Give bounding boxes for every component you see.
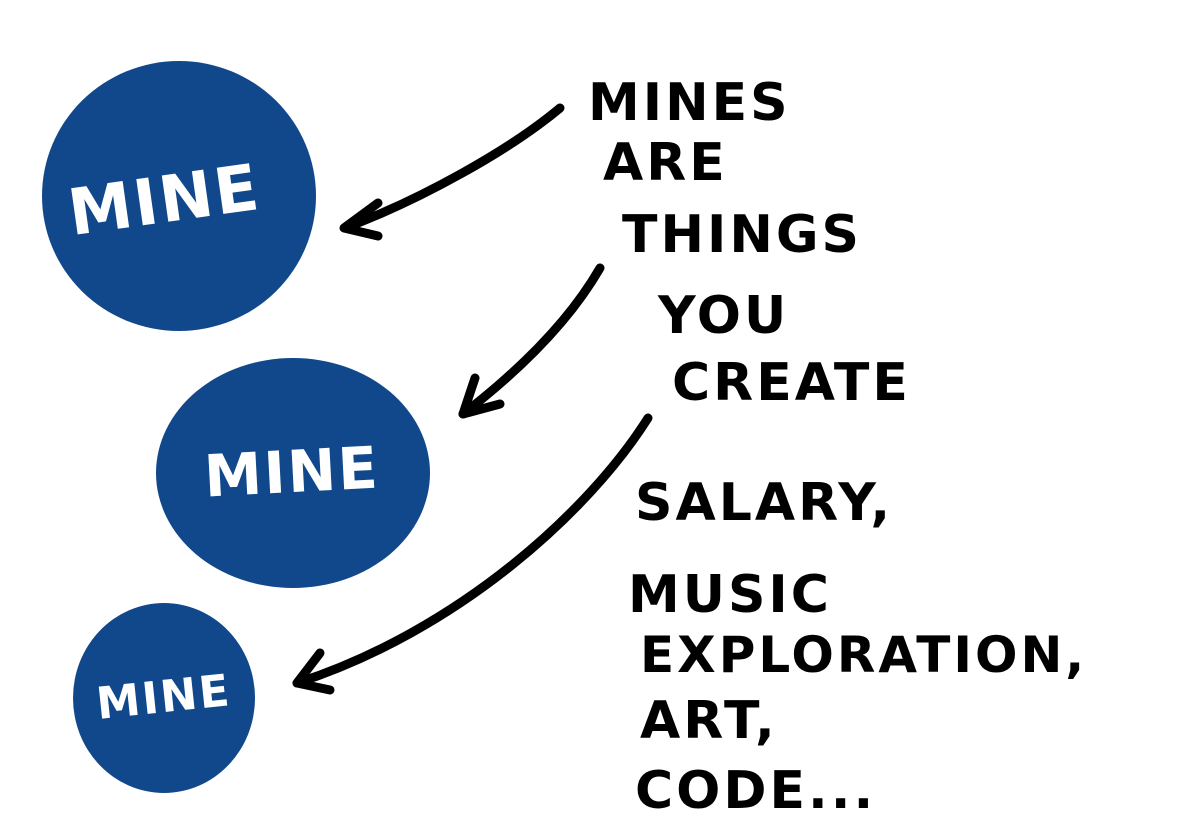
caption-line-are: ARE xyxy=(603,133,728,193)
example-music: MUSIC xyxy=(628,565,832,625)
mine-circle-2: MINE xyxy=(156,358,430,588)
caption-line-mines: MINES xyxy=(588,73,791,133)
caption-line-things: THINGS xyxy=(622,205,862,265)
mine-circle-1: MINE xyxy=(42,61,316,331)
example-code: CODE... xyxy=(635,761,876,821)
mine-circle-2-label: MINE xyxy=(202,433,381,510)
caption-line-create: CREATE xyxy=(672,353,911,413)
caption-text: MINES ARE THINGS YOU CREATE xyxy=(588,73,911,413)
arrow-to-circle-2 xyxy=(458,263,605,419)
caption-line-you: YOU xyxy=(657,286,789,346)
mine-circle-3: MINE xyxy=(73,603,255,793)
example-salary: SALARY, xyxy=(635,473,893,533)
arrow-to-circle-3 xyxy=(292,413,653,695)
examples-list: SALARY, MUSIC EXPLORATION, ART, CODE... xyxy=(628,473,1087,821)
example-exploration: EXPLORATION, xyxy=(640,626,1087,684)
arrow-to-circle-1 xyxy=(339,103,565,241)
example-art: ART, xyxy=(640,691,778,751)
